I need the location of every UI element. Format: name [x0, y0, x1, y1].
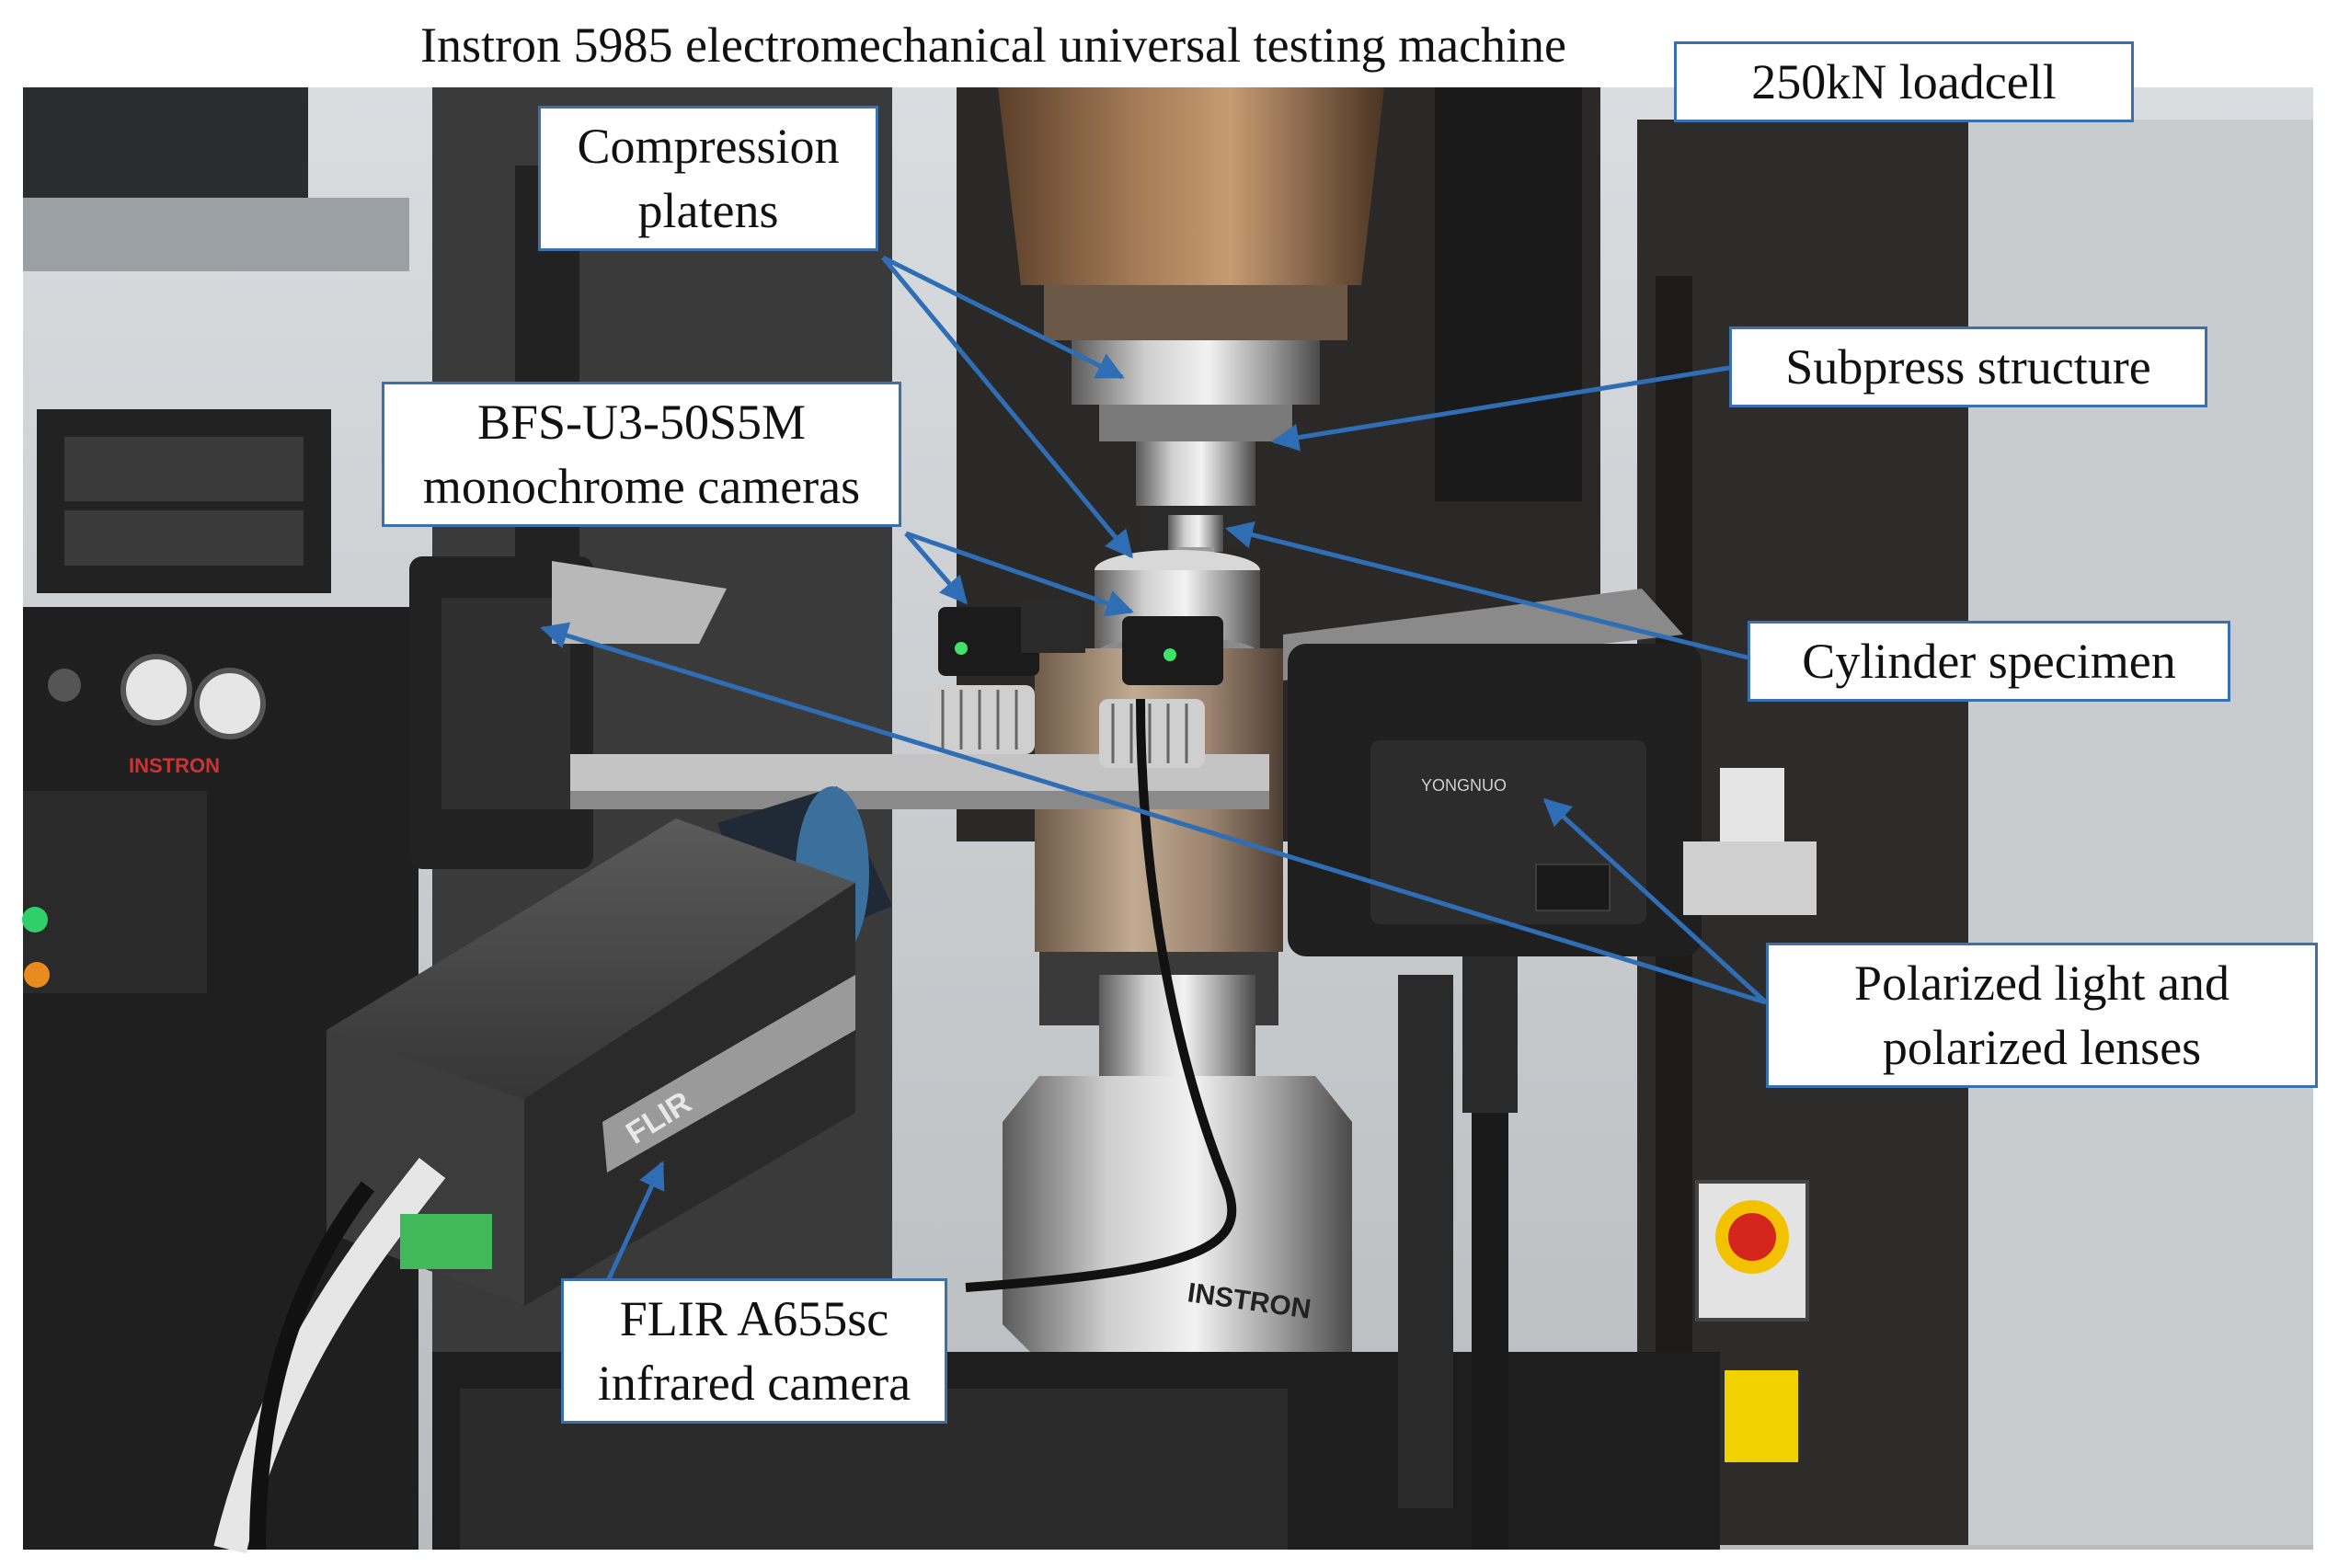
- label-subpress-structure-text: Subpress structure: [1785, 339, 2151, 395]
- label-polarized-line2: polarized lenses: [1882, 1020, 2202, 1075]
- mono-camera-left: [938, 607, 1039, 676]
- label-compression-platens-line2: platens: [637, 183, 779, 238]
- label-cylinder-specimen: Cylinder specimen: [1748, 621, 2230, 702]
- label-flir-camera-line1: FLIR A655sc: [619, 1291, 889, 1346]
- label-loadcell: 250kN loadcell: [1674, 41, 2134, 122]
- subpress-structure: [1136, 441, 1255, 506]
- svg-text:YONGNUO: YONGNUO: [1421, 776, 1507, 795]
- label-flir-camera-line2: infrared camera: [597, 1356, 911, 1411]
- label-polarized: Polarized light and polarized lenses: [1766, 943, 2318, 1088]
- monitor: [23, 87, 308, 198]
- annotation-arrows: [540, 255, 1768, 1285]
- emergency-stop-button: [1728, 1213, 1776, 1261]
- label-mono-cameras-line2: monochrome cameras: [422, 459, 861, 514]
- label-mono-cameras-line1: BFS-U3-50S5M: [476, 395, 807, 450]
- svg-text:INSTRON: INSTRON: [129, 754, 220, 777]
- loadcell-body: [998, 87, 1384, 285]
- label-compression-platens-line1: Compression: [577, 119, 840, 174]
- label-cylinder-specimen-text: Cylinder specimen: [1802, 634, 2176, 689]
- ring-light-right: [1099, 699, 1205, 768]
- label-polarized-line1: Polarized light and: [1854, 956, 2230, 1011]
- label-flir-camera: FLIR A655sc infrared camera: [561, 1278, 947, 1424]
- label-subpress-structure: Subpress structure: [1729, 326, 2207, 407]
- ring-light-left: [929, 685, 1035, 754]
- label-compression-platens: Compression platens: [538, 106, 878, 251]
- figure-title: Instron 5985 electromechanical universal…: [419, 17, 1567, 73]
- label-mono-cameras: BFS-U3-50S5M monochrome cameras: [382, 382, 901, 527]
- label-loadcell-text: 250kN loadcell: [1751, 54, 2057, 109]
- actuator-base: [1003, 1076, 1352, 1389]
